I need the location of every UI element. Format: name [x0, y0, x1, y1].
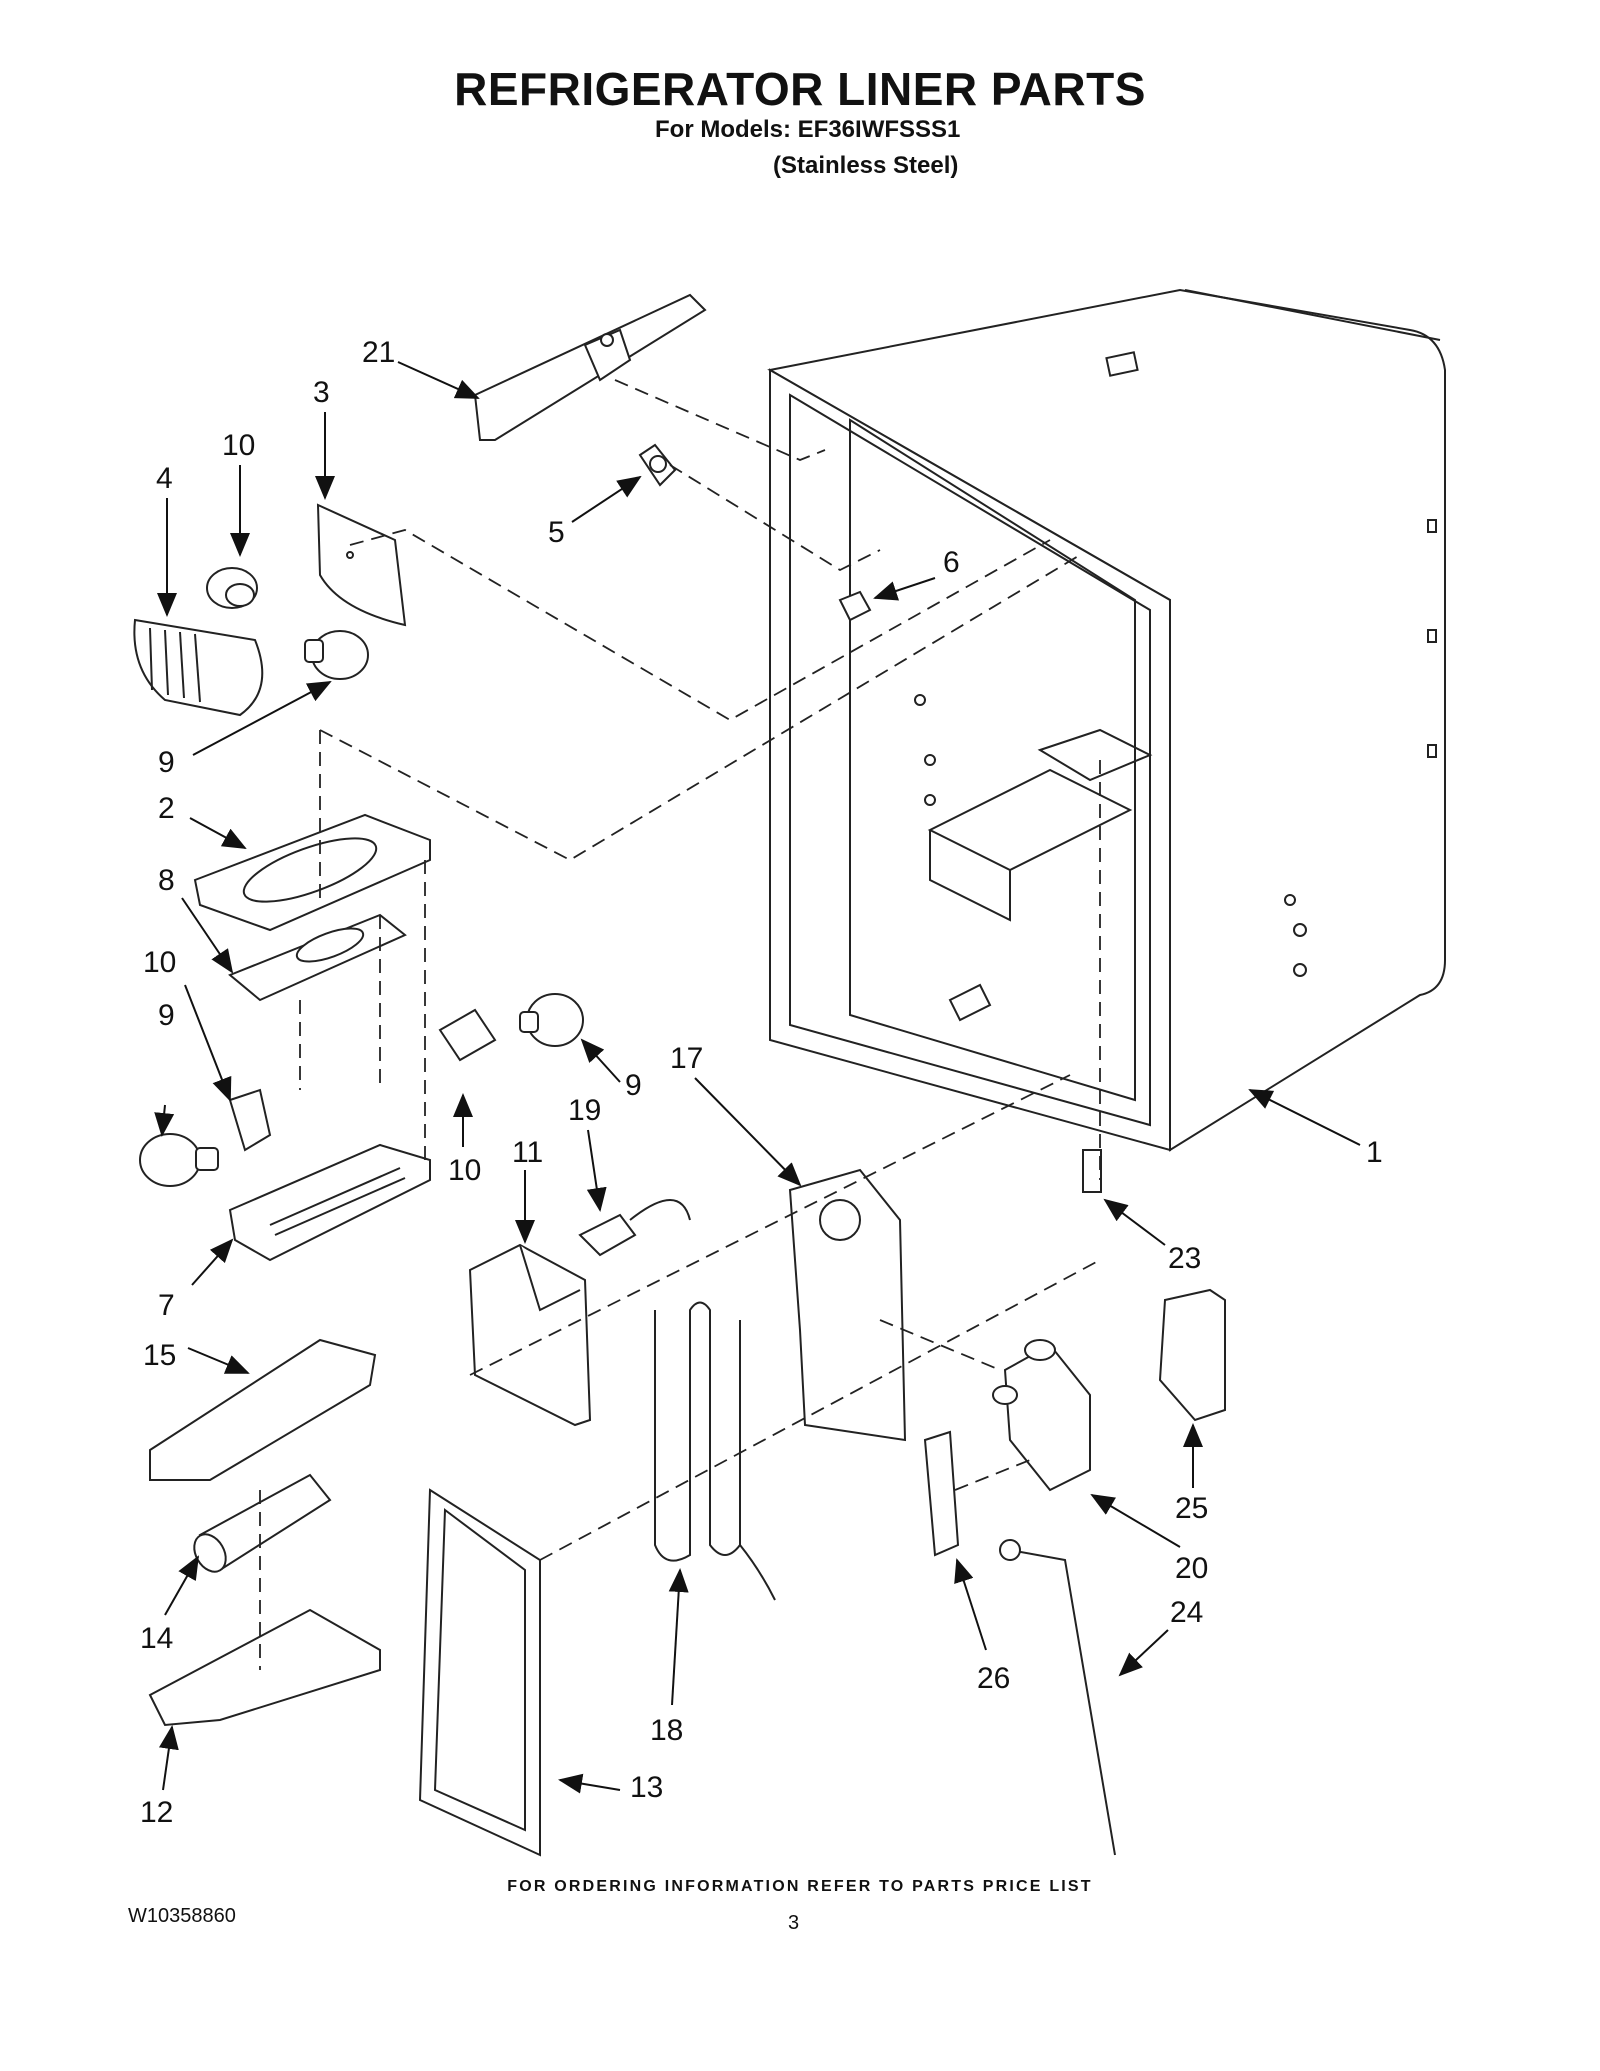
- part-9-bulb-upper: [304, 630, 369, 680]
- callout-25: 25: [1175, 1492, 1208, 1525]
- part-liner: [767, 288, 1446, 1152]
- callout-7: 7: [158, 1289, 175, 1322]
- callout-9-upper: 9: [158, 746, 175, 779]
- part-18-heater: [654, 1301, 776, 1601]
- part-13-trim: [418, 1488, 541, 1857]
- callout-21: 21: [362, 336, 395, 369]
- part-8-lens: [228, 913, 407, 1002]
- callout-6: 6: [943, 546, 960, 579]
- part-19-sensor: [578, 1199, 691, 1257]
- page-number: 3: [788, 1912, 800, 1934]
- callout-13: 13: [630, 1771, 663, 1804]
- part-14-filter: [193, 1473, 332, 1573]
- part-6-clip: [838, 590, 872, 622]
- callout-labels: 21 3 10 4 5 6 9 2 8 10 9 9 17 10 19 11 1…: [140, 336, 1383, 1829]
- model-variant: (Stainless Steel): [773, 152, 959, 179]
- callout-14: 14: [140, 1622, 173, 1655]
- part-9-bulb-middle: [519, 993, 584, 1047]
- part-26-cover: [923, 1430, 960, 1557]
- callout-17: 17: [670, 1042, 703, 1075]
- callout-10-upper: 10: [222, 429, 255, 462]
- callout-19: 19: [568, 1094, 601, 1127]
- callout-26: 26: [977, 1662, 1010, 1695]
- part-2-light-housing: [193, 813, 431, 932]
- part-10-socket-upper: [206, 567, 258, 609]
- part-21-diffuser: [473, 293, 707, 441]
- callout-24: 24: [1170, 1596, 1203, 1629]
- callout-9-left: 9: [158, 999, 175, 1032]
- callout-4: 4: [156, 462, 173, 495]
- callout-20: 20: [1175, 1552, 1208, 1585]
- leader-arrows: [154, 361, 1361, 1794]
- callout-5: 5: [548, 516, 565, 549]
- callout-8: 8: [158, 864, 175, 897]
- part-10-socket-left: [228, 1088, 272, 1152]
- callout-15: 15: [143, 1339, 176, 1372]
- part-25-cover: [1158, 1288, 1226, 1422]
- part-5-lamp-socket: [638, 443, 677, 487]
- callout-18: 18: [650, 1714, 683, 1747]
- ordering-note: FOR ORDERING INFORMATION REFER TO PARTS …: [507, 1878, 1093, 1895]
- part-7-lower-cover: [228, 1143, 431, 1262]
- part-12-filter-cover: [148, 1608, 381, 1727]
- assembly-lines: [259, 379, 1101, 1670]
- callout-10-right: 10: [448, 1154, 481, 1187]
- part-11-bracket: [468, 1243, 592, 1427]
- page-title: REFRIGERATOR LINER PARTS: [454, 63, 1146, 115]
- part-23-switch: [1082, 1149, 1102, 1193]
- callout-9-right: 9: [625, 1069, 642, 1102]
- part-17-housing: [788, 1168, 907, 1442]
- callout-23: 23: [1168, 1242, 1201, 1275]
- part-3-light-shield: [316, 503, 407, 627]
- model-number: For Models: EF36IWFSSS1: [655, 116, 961, 143]
- part-10-socket-right: [438, 1008, 497, 1062]
- part-20-water-valve: [992, 1339, 1091, 1492]
- callout-3: 3: [313, 376, 330, 409]
- part-24-water-tube: [999, 1539, 1116, 1856]
- document-number: W10358860: [128, 1905, 236, 1927]
- part-15-filter-housing: [149, 1338, 377, 1481]
- callout-2: 2: [158, 792, 175, 825]
- callout-12: 12: [140, 1796, 173, 1829]
- part-4-light-cover: [133, 618, 264, 717]
- callout-1: 1: [1366, 1136, 1383, 1169]
- callout-11: 11: [512, 1136, 543, 1169]
- callout-10-left: 10: [143, 946, 176, 979]
- part-9-bulb-lower: [139, 1133, 219, 1187]
